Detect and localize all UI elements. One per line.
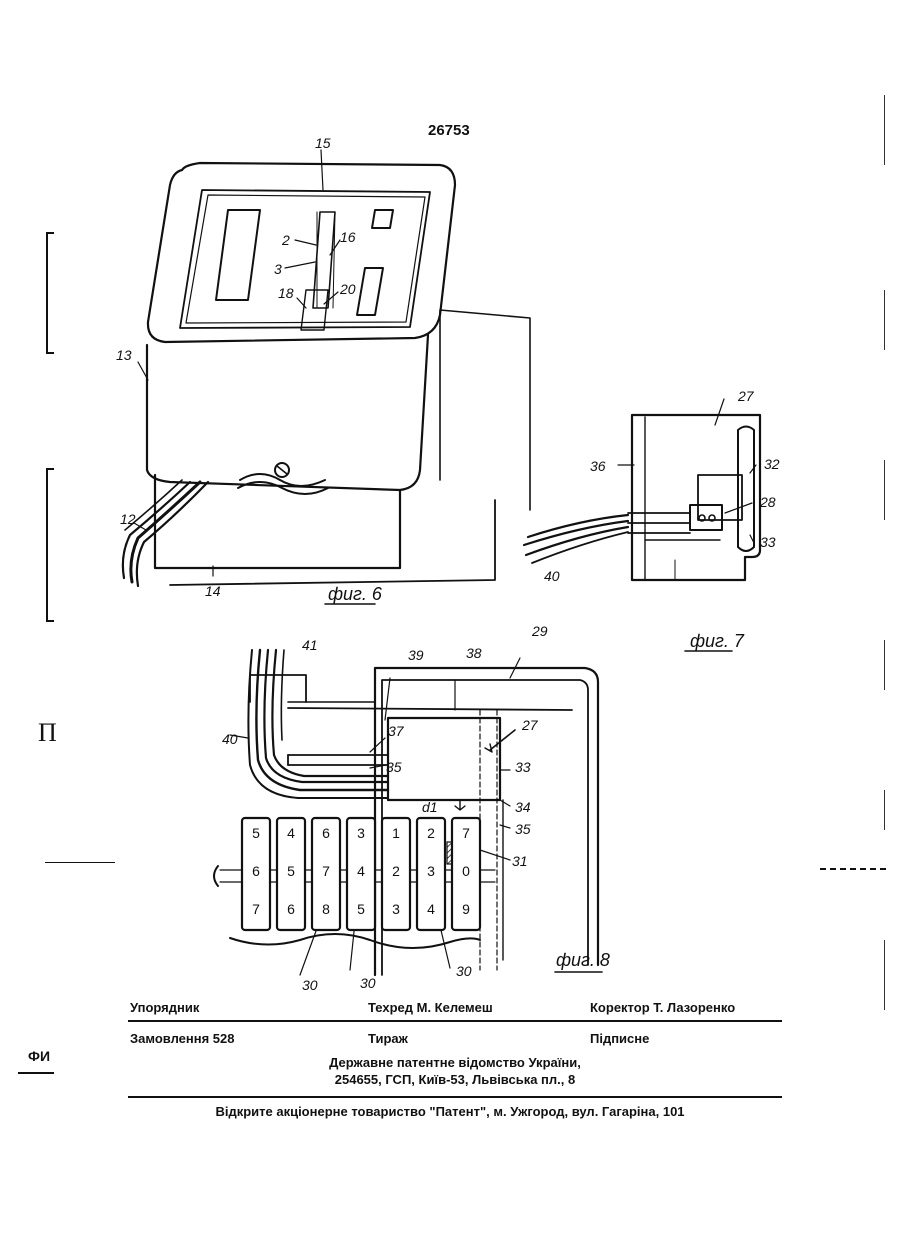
wheel-digit: 0: [462, 863, 470, 879]
imprint-rule-top: [128, 1020, 782, 1022]
fig8-ref-37: 37: [388, 723, 405, 739]
wheel-digit: 3: [427, 863, 435, 879]
wheel-digit: 5: [252, 825, 260, 841]
margin-dash-left: [45, 862, 115, 863]
margin-mark-pi: П: [38, 718, 57, 748]
wheel-digit: 7: [322, 863, 330, 879]
fig8-ref-39: 39: [408, 647, 424, 663]
fig8-ref-35a: 35: [386, 759, 402, 775]
footer-publisher: Відкрите акціонерне товариство "Патент",…: [0, 1104, 900, 1119]
right-margin-line: [884, 940, 885, 1010]
wheel-digit: 7: [252, 901, 260, 917]
right-margin-line: [884, 640, 885, 690]
margin-bracket-top: [46, 232, 54, 354]
fig6-ref-16: 16: [340, 229, 356, 245]
margin-rule: [18, 1072, 54, 1074]
fig7-caption: фиг. 7: [690, 631, 745, 651]
figure-6: 15 2 16 3 18 20 13 12 14 фиг. 6: [110, 130, 550, 610]
margin-mark-fi: ФИ: [28, 1048, 50, 1064]
margin-dash-right: [820, 868, 886, 870]
imprint-subscription: Підписне: [590, 1031, 649, 1046]
fig7-ref-40: 40: [544, 568, 560, 584]
wheel-digit: 4: [357, 863, 365, 879]
wheel-digit: 6: [287, 901, 295, 917]
fig8-ref-41: 41: [302, 637, 318, 653]
right-margin-line: [884, 790, 885, 830]
right-margin-line: [884, 95, 885, 165]
fig8-ref-30a: 30: [302, 977, 318, 993]
fig6-ref-15: 15: [315, 135, 331, 151]
fig6-ref-18: 18: [278, 285, 294, 301]
fig6-ref-13: 13: [116, 347, 132, 363]
fig8-ref-30b: 30: [360, 975, 376, 991]
fig7-ref-32: 32: [764, 456, 780, 472]
fig8-ref-d1: d1: [422, 799, 438, 815]
wheel-digit: 3: [392, 901, 400, 917]
margin-bracket-mid: [46, 468, 54, 622]
wheel-digit: 5: [287, 863, 295, 879]
right-margin-line: [884, 460, 885, 520]
fig6-caption: фиг. 6: [328, 584, 383, 604]
wheel-digit: 7: [462, 825, 470, 841]
imprint-corrector: Коректор Т. Лазоренко: [590, 1000, 735, 1015]
fig8-ref-27: 27: [521, 717, 539, 733]
fig6-ref-2: 2: [281, 232, 290, 248]
imprint-tech-editor: Техред М. Келемеш: [368, 1000, 493, 1015]
fig8-ref-35b: 35: [515, 821, 531, 837]
right-margin-line: [884, 290, 885, 350]
imprint-rule-bottom: [128, 1096, 782, 1098]
fig7-ref-36: 36: [590, 458, 606, 474]
fig7-ref-28: 28: [759, 494, 776, 510]
fig6-ref-14: 14: [205, 583, 221, 599]
wheel-digit: 3: [357, 825, 365, 841]
wheel-digit: 4: [287, 825, 295, 841]
figure-8: 567456678345123234709 29 41 39 38 27 40 …: [210, 620, 630, 995]
imprint-compiler: Упорядник: [130, 1000, 199, 1015]
wheel-digit: 2: [392, 863, 400, 879]
fig8-ref-40: 40: [222, 731, 238, 747]
fig6-ref-3: 3: [274, 261, 282, 277]
wheel-digit: 2: [427, 825, 435, 841]
fig7-ref-33: 33: [760, 534, 776, 550]
fig6-ref-20: 20: [339, 281, 356, 297]
wheel-digit: 6: [322, 825, 330, 841]
wheel-digit: 6: [252, 863, 260, 879]
fig6-ref-12: 12: [120, 511, 136, 527]
wheel-digit: 4: [427, 901, 435, 917]
imprint-office-line2: 254655, ГСП, Київ-53, Львівська пл., 8: [280, 1071, 630, 1088]
imprint-order: Замовлення 528: [130, 1031, 235, 1046]
imprint-circulation: Тираж: [368, 1031, 408, 1046]
fig8-caption: фиг. 8: [556, 950, 610, 970]
fig8-ref-38: 38: [466, 645, 482, 661]
fig8-ref-30c: 30: [456, 963, 472, 979]
fig8-ref-33: 33: [515, 759, 531, 775]
imprint-office-line1: Державне патентне відомство України,: [280, 1054, 630, 1071]
fig8-ref-34: 34: [515, 799, 531, 815]
wheel-digit: 9: [462, 901, 470, 917]
fig8-ref-29: 29: [531, 623, 548, 639]
wheel-digit: 1: [392, 825, 400, 841]
fig8-ref-31: 31: [512, 853, 528, 869]
wheel-digit: 8: [322, 901, 330, 917]
fig7-ref-27: 27: [737, 388, 755, 404]
wheel-digit: 5: [357, 901, 365, 917]
